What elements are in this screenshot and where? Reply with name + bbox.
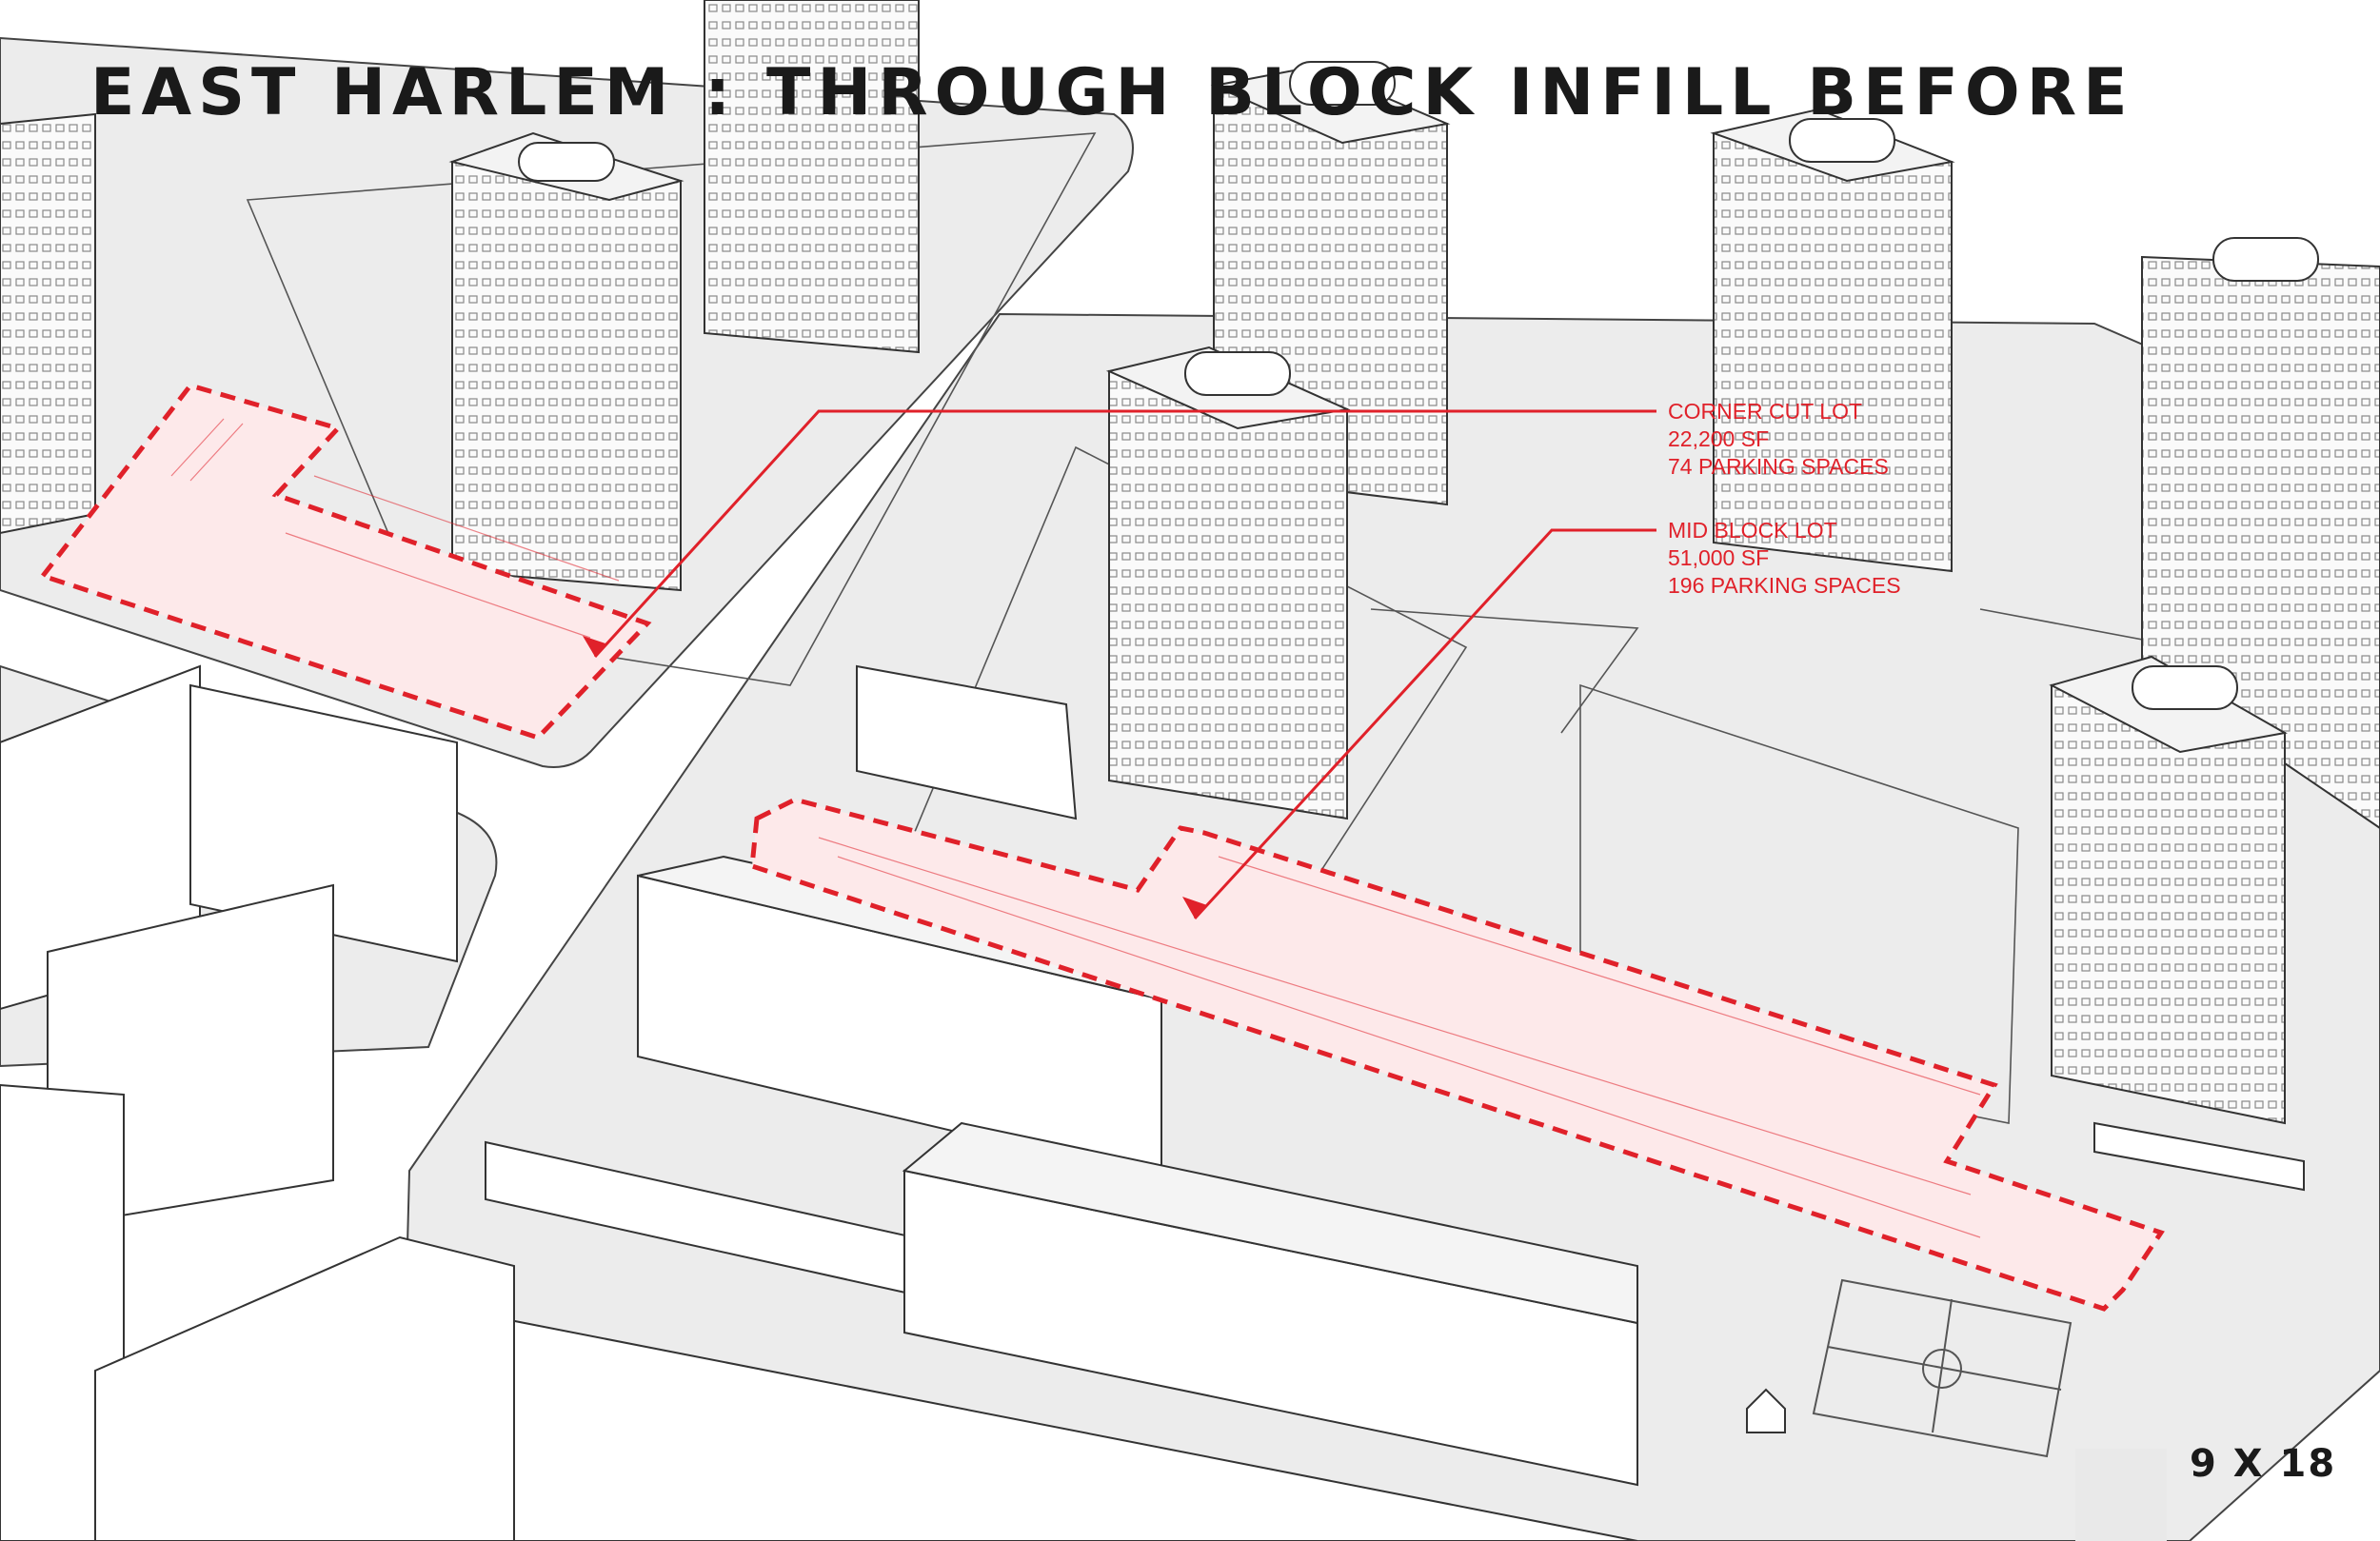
parking-lots bbox=[38, 383, 2165, 1312]
tower bbox=[1710, 108, 1955, 573]
tower bbox=[1105, 346, 1351, 820]
tower bbox=[2049, 655, 2305, 1192]
corner-cut-lot-parking: 74 PARKING SPACES bbox=[1668, 454, 1889, 479]
corner-cut-lot-outline bbox=[38, 383, 652, 741]
mid-block-lot-parking: 196 PARKING SPACES bbox=[1668, 573, 1901, 598]
mid-block-lot-area: 51,000 SF bbox=[1668, 545, 1770, 570]
small-house-icon bbox=[1746, 1388, 1786, 1433]
tower bbox=[448, 131, 684, 592]
arrowhead-icon bbox=[583, 636, 605, 657]
corner-cut-lot-callout: CORNER CUT LOT 22,200 SF 74 PARKING SPAC… bbox=[1668, 398, 1889, 481]
tower bbox=[0, 112, 96, 535]
basketball-court bbox=[1812, 1278, 2073, 1458]
corner-cut-lot-name: CORNER CUT LOT bbox=[1668, 399, 1863, 424]
mid-block-lot-callout: MID BLOCK LOT 51,000 SF 196 PARKING SPAC… bbox=[1668, 517, 1901, 600]
leader-lines bbox=[593, 409, 1656, 920]
low-rise-buildings bbox=[0, 664, 1638, 1541]
corner-cut-lot-area: 22,200 SF bbox=[1668, 426, 1770, 451]
grid-label: 9 X 18 bbox=[2190, 1442, 2337, 1486]
mid-block-lot-outline bbox=[749, 797, 2165, 1312]
grid-label-background bbox=[2075, 1449, 2167, 1541]
arrowheads bbox=[583, 636, 1207, 919]
parking-stall-lines bbox=[170, 418, 1981, 1238]
mid-block-leader bbox=[1193, 528, 1656, 920]
arrowhead-icon bbox=[1182, 897, 1207, 919]
tower bbox=[704, 0, 920, 354]
mid-block-lot-name: MID BLOCK LOT bbox=[1668, 518, 1837, 543]
tower-towers bbox=[0, 0, 2380, 1192]
page-title: EAST HARLEM : THROUGH BLOCK INFILL BEFOR… bbox=[90, 55, 2134, 130]
corner-cut-leader bbox=[593, 409, 1656, 659]
